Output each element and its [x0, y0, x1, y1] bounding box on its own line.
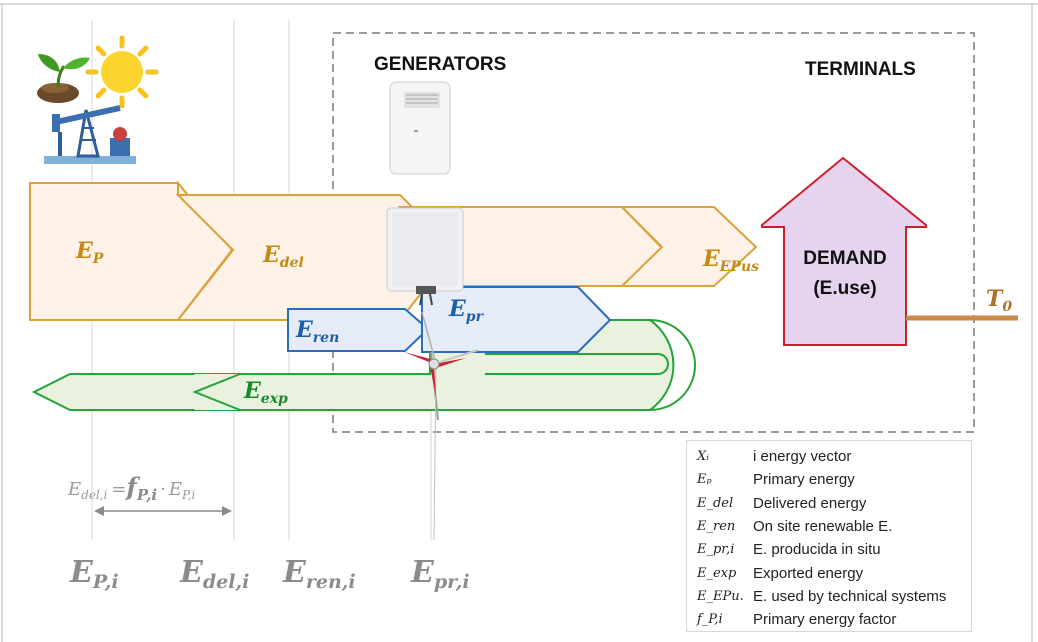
- eren-arrow: [287, 308, 430, 352]
- legend-symbol: f_P,i: [697, 612, 723, 628]
- legend-row: E_pr,i E. producida in situ: [697, 538, 971, 561]
- generators-heading: GENERATORS: [374, 54, 506, 75]
- svg-text:Edel,i=fP,i·EP,i: Edel,i=fP,i·EP,i: [67, 472, 195, 504]
- edel-arrow: [175, 180, 457, 321]
- eepus-label: EEPus: [702, 246, 759, 275]
- axis-label-eren: Eren,i: [282, 555, 356, 593]
- t0-sub: 0: [1002, 299, 1012, 315]
- legend-row: f_P,i Primary energy factor: [697, 608, 971, 631]
- eren-label: Eren: [295, 317, 339, 346]
- legend-row: E_EPu. E. used by technical systems: [697, 585, 971, 608]
- legend-row: E_exp Exported energy: [697, 561, 971, 584]
- legend-symbol: E_pr,i: [697, 542, 735, 558]
- legend-text: On site renewable E.: [753, 518, 893, 536]
- epr-arrow: [421, 286, 612, 353]
- legend-text: E. used by technical systems: [753, 587, 947, 605]
- ep-label: EP: [75, 238, 104, 267]
- portable-ac-icon: [389, 81, 451, 175]
- oil-pump-icon: [44, 105, 136, 164]
- t0-base: T: [986, 286, 1004, 312]
- legend-text: Exported energy: [753, 564, 864, 582]
- svg-text:T0: T0: [986, 286, 1012, 315]
- legend-text: Primary energy: [753, 471, 855, 489]
- legend-row: E_del Delivered energy: [697, 492, 971, 515]
- legend-row: E_ren On site renewable E.: [697, 515, 971, 538]
- legend-row: Eₚ Primary energy: [697, 468, 971, 491]
- legend: Xᵢ i energy vector Eₚ Primary energy E_del…: [686, 440, 972, 632]
- demand-house: DEMAND (E.use): [761, 156, 927, 346]
- demand-title: DEMAND: [803, 248, 886, 269]
- axis-label-ep: EP,i: [69, 555, 119, 593]
- legend-symbol: Xᵢ: [697, 449, 709, 465]
- legend-row: Xᵢ i energy vector: [697, 445, 971, 468]
- legend-symbol: Eₚ: [697, 472, 712, 488]
- epr-label: Epr: [448, 296, 485, 325]
- frame: [0, 3, 1038, 642]
- ambient-temperature: T0: [906, 286, 1018, 321]
- legend-text: E. producida in situ: [753, 541, 881, 559]
- demand-subtitle: (E.use): [813, 278, 876, 299]
- eepus-arrow: [619, 206, 758, 287]
- plant-icon: [37, 54, 90, 103]
- legend-text: i energy vector: [753, 448, 852, 466]
- water-heater-icon: [386, 207, 464, 306]
- legend-symbol: E_EPu.: [697, 588, 744, 604]
- legend-text: Delivered energy: [753, 494, 867, 512]
- wind-turbine-icon: [404, 311, 479, 541]
- sun-icon: [85, 35, 159, 109]
- legend-symbol: E_del: [697, 495, 734, 511]
- legend-text: Primary energy factor: [753, 611, 897, 629]
- conversion-formula: Edel,i=fP,i·EP,i: [67, 472, 232, 516]
- axis-label-edel: Edel,i: [179, 555, 249, 593]
- legend-symbol: E_exp: [697, 565, 737, 581]
- legend-symbol: E_ren: [697, 519, 736, 535]
- edel-label: Edel: [262, 242, 304, 271]
- terminals-heading: TERMINALS: [805, 59, 916, 80]
- axis-label-epr: Epr,i: [410, 555, 470, 593]
- eexp-label: Eexp: [243, 378, 288, 407]
